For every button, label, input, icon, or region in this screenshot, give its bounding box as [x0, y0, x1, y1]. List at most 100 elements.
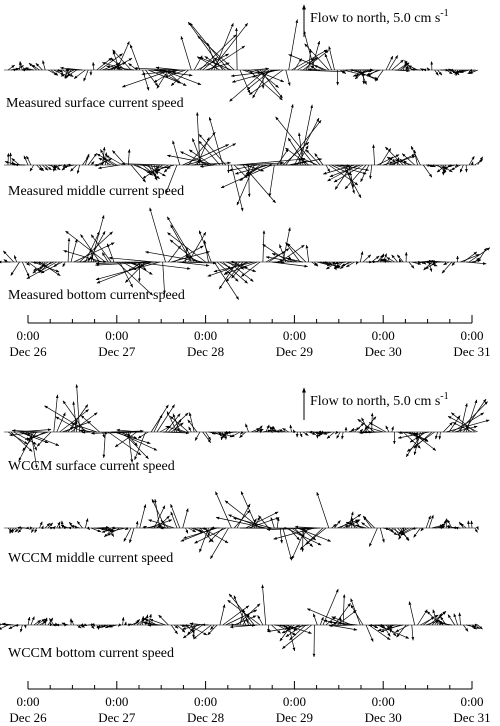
stick-vector: [149, 619, 166, 626]
stick-vector: [73, 69, 86, 79]
stick-vector: [397, 63, 408, 71]
stick-vector: [434, 69, 439, 76]
stick-vector: [182, 624, 200, 630]
stick-vector: [409, 431, 427, 443]
stick-vector: [463, 251, 478, 263]
stick-vector: [108, 624, 117, 628]
stick-vector: [350, 604, 364, 626]
stick-vector: [16, 65, 24, 71]
stick-vector: [350, 598, 361, 626]
stick-vector: [417, 260, 422, 264]
stick-vector: [222, 605, 250, 626]
stick-vector: [96, 158, 113, 166]
stick-series-wccm-middle: [4, 491, 479, 561]
stick-vector: [466, 261, 487, 265]
stick-vector: [322, 164, 355, 175]
stick-vector: [56, 521, 61, 529]
stick-vector: [345, 261, 355, 268]
stick-vector: [425, 515, 431, 529]
tick-label-date: Dec 29: [276, 710, 313, 725]
stick-vector: [240, 431, 244, 435]
stick-vector: [417, 609, 428, 626]
stick-vector: [248, 517, 280, 529]
stick-vector: [437, 69, 443, 76]
stick-vector: [340, 164, 351, 168]
stick-vector: [458, 612, 462, 626]
stick-vector: [245, 423, 249, 433]
stick-vector: [73, 420, 78, 433]
stick-vector: [107, 527, 112, 532]
stick-vector: [59, 66, 83, 71]
stick-vector: [368, 422, 387, 433]
stick-vector: [307, 68, 321, 71]
stick-vector: [468, 155, 475, 166]
scale-label-measured: Flow to north, 5.0 cm s-1: [310, 8, 449, 26]
stick-vector: [7, 64, 15, 71]
stick-vector: [76, 164, 80, 174]
stick-vector: [119, 261, 134, 288]
stick-vector: [443, 422, 453, 433]
stick-vector: [410, 145, 421, 166]
stick-vector: [63, 164, 74, 169]
stick-vector: [220, 164, 272, 189]
tick-label-time: 0:00: [283, 328, 306, 343]
stick-vector: [328, 261, 333, 266]
stick-vector: [207, 42, 218, 71]
stick-vector: [106, 65, 135, 71]
stick-vector: [142, 525, 148, 529]
stick-vector: [359, 431, 381, 435]
stick-vector: [59, 69, 64, 73]
stick-vector: [36, 431, 52, 447]
stick-vector: [415, 431, 419, 441]
stick-vector: [112, 49, 132, 71]
stick-vector: [60, 520, 64, 529]
stick-vector: [22, 431, 37, 452]
stick-vector: [55, 416, 83, 433]
tick-label-time: 0:00: [194, 694, 217, 709]
stick-vector: [83, 69, 89, 82]
stick-vector: [408, 601, 416, 626]
stick-vector: [425, 619, 441, 626]
stick-vector: [62, 261, 66, 268]
stick-vector: [368, 624, 391, 641]
stick-vector: [281, 624, 301, 634]
stick-vector: [447, 519, 453, 529]
stick-vector: [207, 624, 218, 636]
stick-vector: [477, 247, 487, 263]
stick-vector: [460, 403, 468, 433]
stick-vector: [342, 524, 350, 529]
stick-vector: [395, 624, 410, 633]
stick-vector: [33, 261, 60, 273]
stick-vector: [194, 527, 202, 532]
stick-vector: [313, 613, 318, 626]
stick-vector: [162, 431, 190, 435]
stick-vector: [276, 517, 280, 529]
tick-label-time: 0:00: [372, 694, 395, 709]
stick-vector: [31, 64, 40, 71]
stick-vector: [411, 527, 418, 530]
tick-label-date: Dec 27: [98, 710, 136, 725]
stick-vector: [194, 431, 201, 441]
stick-vector: [471, 624, 481, 629]
stick-vector: [268, 164, 275, 197]
stick-vector: [164, 69, 186, 78]
stick-vector: [122, 431, 149, 459]
stick-vector: [234, 164, 269, 175]
stick-vector: [103, 431, 143, 435]
stick-vector: [394, 69, 410, 73]
stick-vector: [179, 624, 186, 627]
stick-vector: [371, 255, 380, 263]
stick-vector: [470, 161, 474, 166]
stick-vector: [279, 103, 294, 166]
stick-vector: [351, 427, 355, 433]
stick-vector: [299, 527, 324, 550]
stick-vector: [230, 431, 241, 438]
stick-vector: [24, 431, 49, 440]
stick-vector: [301, 527, 321, 531]
stick-vector: [101, 252, 109, 263]
stick-vector: [90, 214, 105, 263]
stick-vector: [9, 527, 12, 534]
stick-vector: [124, 527, 129, 531]
stick-vector: [70, 525, 80, 529]
stick-vector: [434, 613, 442, 626]
